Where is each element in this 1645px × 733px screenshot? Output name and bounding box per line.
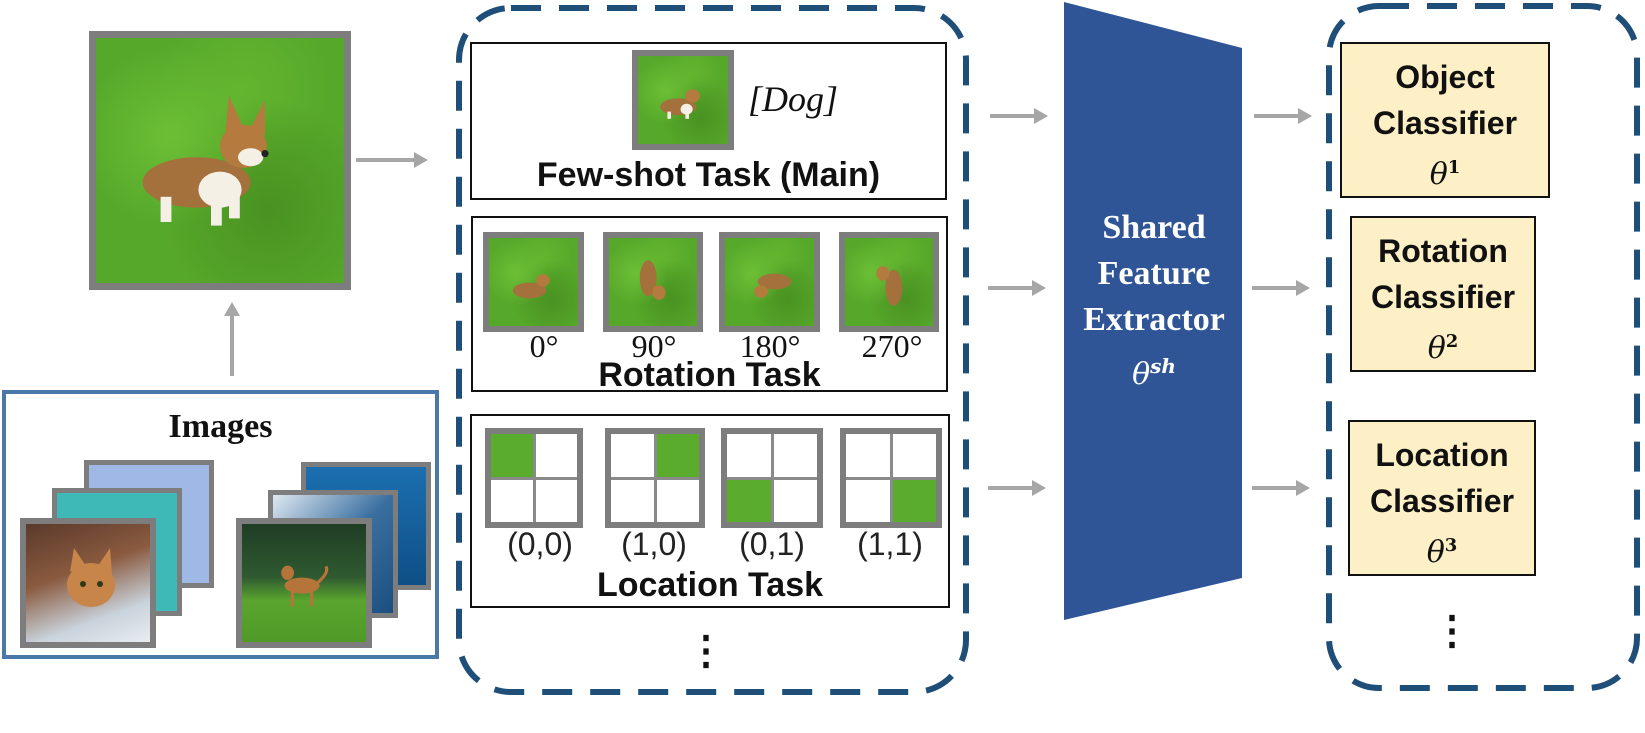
location-task-box: (0,0) (1,0) (0,1) (1,1) Location Task: [470, 414, 950, 608]
sample-dog-image: [89, 31, 351, 290]
rotation-thumb-0: [483, 232, 584, 332]
arrow-location-to-extractor: [988, 480, 1046, 496]
location-label-1-0: (1,0): [621, 526, 687, 562]
arrow-up: [224, 302, 240, 376]
location-classifier-theta: θ3: [1426, 535, 1458, 570]
classifiers-container: [1326, 3, 1640, 691]
main-task-box: [Dog] Few-shot Task (Main): [470, 42, 947, 200]
location-classifier-line-1: Location: [1375, 437, 1509, 473]
dog-running-image: [236, 518, 372, 648]
rotation-classifier: Rotation Classifier θ2: [1350, 216, 1536, 372]
extractor-theta: θsh: [1132, 354, 1176, 392]
main-task-title: Few-shot Task (Main): [536, 156, 881, 194]
object-classifier-line-1: Object: [1395, 59, 1495, 95]
images-panel: Images: [2, 390, 439, 659]
arrow-to-location-classifier: [1252, 480, 1310, 496]
location-classifier: Location Classifier θ3: [1348, 420, 1536, 576]
rotation-task-title: Rotation Task: [598, 356, 821, 394]
rotation-classifier-line-2: Classifier: [1370, 279, 1516, 315]
classifiers-ellipsis: ⋮: [1432, 609, 1472, 653]
location-thumb-0-0: [485, 428, 583, 528]
rotation-label-270: 270°: [861, 328, 923, 364]
arrow-to-tasks: [356, 152, 428, 168]
extractor-line-1: Shared: [1102, 209, 1206, 246]
tasks-container: [456, 5, 969, 695]
rotation-thumb-270: [839, 232, 939, 332]
arrow-to-object-classifier: [1254, 108, 1312, 124]
location-thumb-1-1: [840, 428, 942, 528]
rotation-label-0: 0°: [529, 328, 559, 364]
main-task-thumbnail: [632, 50, 734, 150]
location-task-title: Location Task: [596, 566, 824, 604]
extractor-label: Shared Feature Extractor θsh: [1064, 205, 1244, 398]
extractor-line-2: Feature: [1097, 255, 1211, 292]
location-thumb-0-1: [721, 428, 823, 528]
rotation-classifier-line-1: Rotation: [1378, 233, 1508, 269]
location-label-1-1: (1,1): [857, 526, 923, 562]
rotation-classifier-theta: θ2: [1427, 331, 1459, 366]
class-tag: [Dog]: [748, 79, 839, 119]
object-classifier-theta: θ1: [1429, 157, 1461, 192]
object-classifier: Object Classifier θ1: [1340, 42, 1550, 198]
arrow-main-to-extractor: [990, 108, 1048, 124]
cat-image: [20, 518, 156, 648]
location-classifier-line-2: Classifier: [1369, 483, 1515, 519]
location-label-0-0: (0,0): [507, 526, 573, 562]
shared-feature-extractor: [1064, 2, 1242, 620]
rotation-thumb-90: [603, 232, 703, 332]
arrow-rotation-to-extractor: [988, 280, 1046, 296]
arrow-to-rotation-classifier: [1252, 280, 1310, 296]
location-label-0-1: (0,1): [739, 526, 805, 562]
rotation-task-box: 0° 90° 180° 270° Rotation Task: [471, 216, 948, 394]
rotation-label-180: 180°: [739, 328, 801, 364]
tasks-ellipsis: ⋮: [686, 629, 726, 673]
location-thumb-1-0: [605, 428, 705, 528]
corgi-illustration: [142, 96, 269, 226]
images-label: Images: [168, 408, 273, 445]
rotation-label-90: 90°: [631, 328, 677, 364]
object-classifier-line-2: Classifier: [1372, 105, 1518, 141]
extractor-line-3: Extractor: [1083, 301, 1225, 338]
rotation-thumb-180: [719, 232, 820, 332]
